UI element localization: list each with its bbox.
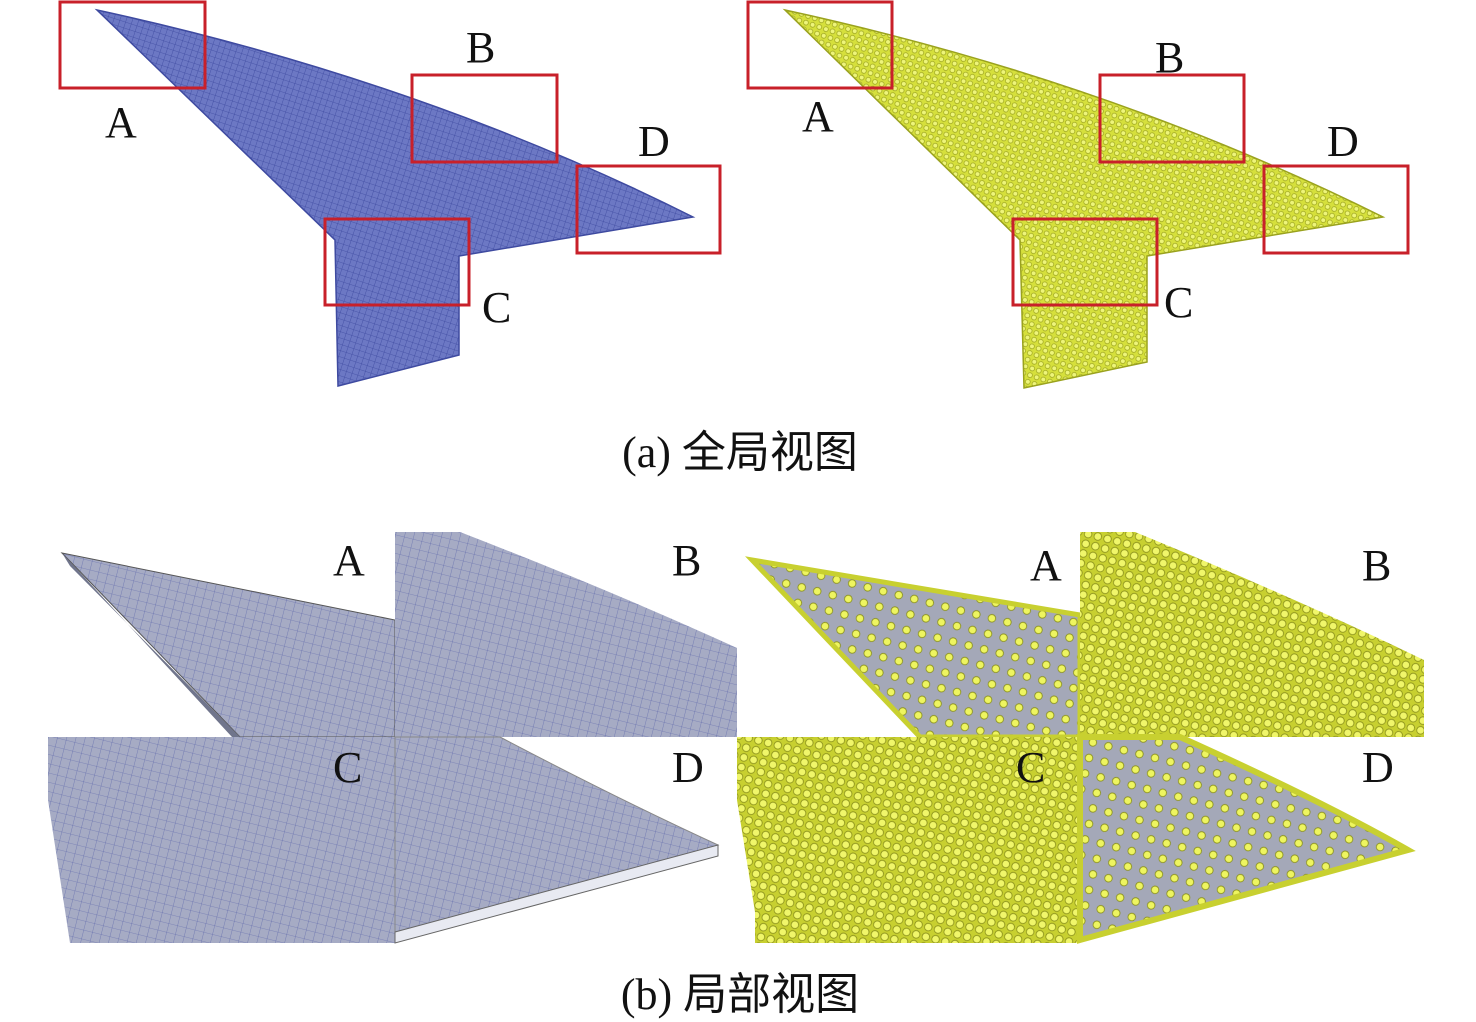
caption-global-view: (a) 全局视图 [622,428,858,477]
tile-label-b-left: B [672,536,701,585]
tile-label-b-right: B [1362,541,1391,590]
caption-local-view: (b) 局部视图 [620,970,860,1019]
label-b-right: B [1155,33,1184,82]
label-b-left: B [466,23,495,72]
box-d-right [1262,164,1410,255]
box-c-right [1011,217,1159,307]
tile-c-strake [70,800,355,943]
tile-label-a-left: A [333,536,365,585]
label-c-right: C [1164,278,1193,327]
tile-label-c-right: C [1016,743,1045,792]
box-b-right [1098,73,1246,164]
tile-d-blue [394,736,720,941]
global-view-blue-mesh [94,8,696,387]
box-a-left [58,0,207,90]
tile-label-d-left: D [672,743,704,792]
local-view-yellow [737,532,1424,944]
tile-c-yellow-strake [755,810,1045,943]
box-d-left [575,164,722,255]
global-view-yellow-mesh [782,8,1386,389]
highlight-boxes [58,0,1410,307]
tile-d-edge [394,844,719,944]
label-d-right: D [1327,117,1359,166]
box-c-left [323,217,471,307]
tile-label-c-left: C [333,743,362,792]
box-b-left [410,73,559,164]
tile-label-d-right: D [1362,743,1394,792]
label-d-left: D [638,117,670,166]
local-view-blue [48,532,737,944]
tile-label-a-right: A [1030,541,1062,590]
tile-b-yellow [1080,532,1424,737]
wing-mesh-yellow [782,8,1386,389]
label-a-left: A [105,98,137,147]
tile-b-blue [395,532,737,737]
label-a-right: A [802,92,834,141]
tile-d-yellow [1077,734,1416,944]
label-c-left: C [482,283,511,332]
wing-mesh-blue [94,8,696,387]
box-a-right [746,0,894,90]
